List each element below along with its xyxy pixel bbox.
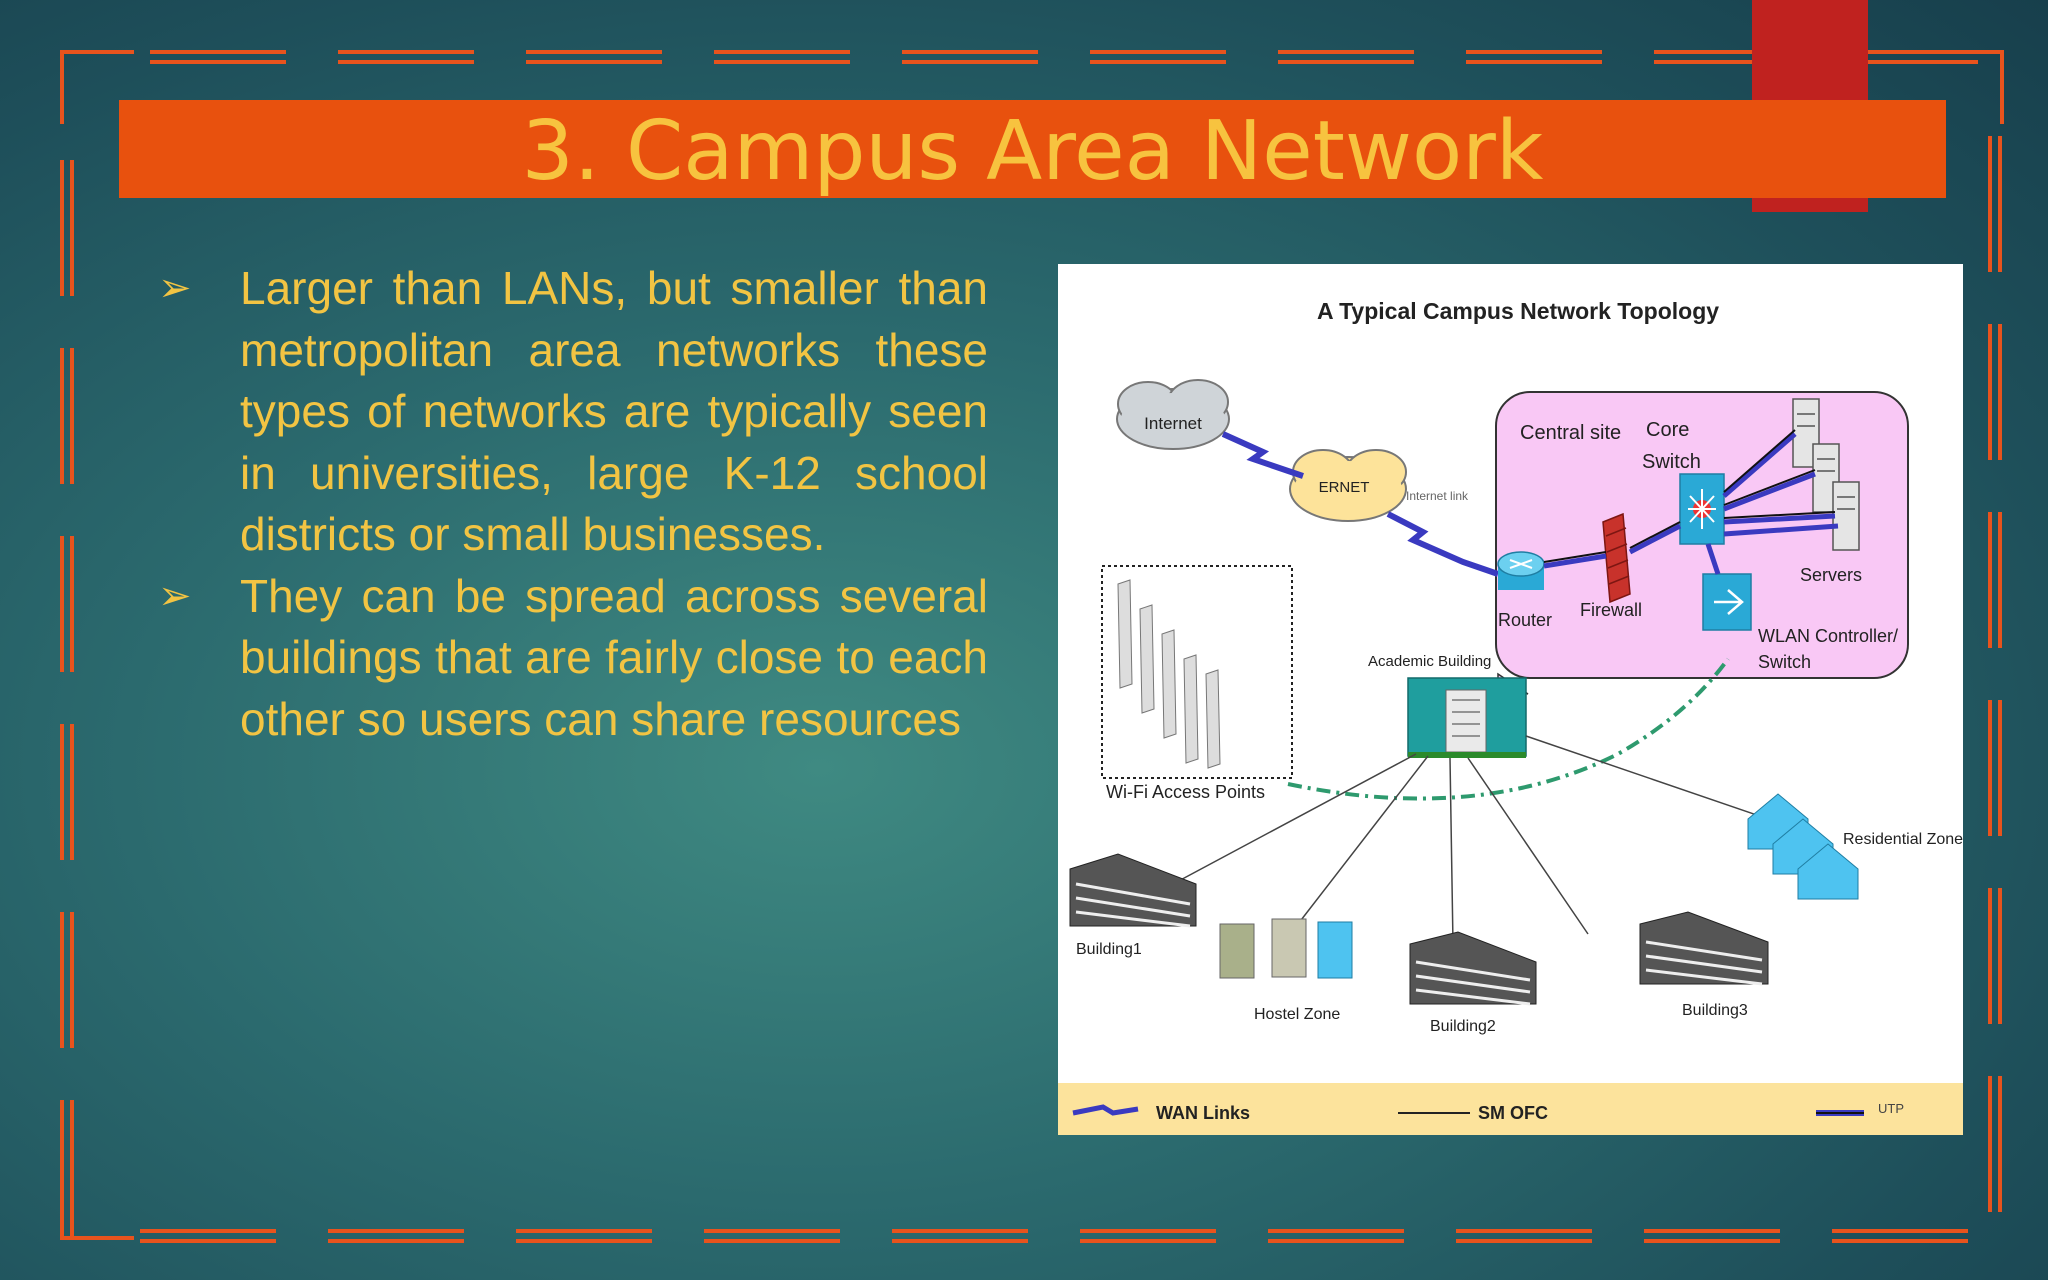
academic-building-label: Academic Building [1368, 653, 1491, 670]
building3-label: Building3 [1682, 1002, 1748, 1019]
wireless-link-arc [1287, 657, 1730, 801]
frame-corner-bottom-left [60, 1166, 134, 1240]
wlan-controller-icon [1702, 573, 1752, 631]
bullet-text: They can be spread across several buildi… [240, 569, 988, 745]
utp-link-line [1543, 429, 1836, 563]
utp-legend-label: UTP [1878, 1101, 1904, 1116]
residential-zone-label: Residential Zone [1843, 831, 1963, 848]
legend-svg: WAN Links SM OFC UTP [1072, 1101, 1904, 1123]
core-switch-label: Core [1646, 419, 1689, 441]
internet-cloud-icon [1116, 379, 1230, 450]
diagram-legend: WAN Links SM OFC UTP [1058, 1083, 1963, 1135]
servers-label: Servers [1800, 565, 1862, 585]
frame-corner-top-left [60, 50, 134, 124]
wifi-access-points-label: Wi-Fi Access Points [1106, 782, 1265, 802]
wlan-controller-label: WLAN Controller/ [1758, 626, 1898, 646]
bullet-text: Larger than LANs, but smaller than metro… [240, 262, 988, 560]
topology-svg: A Typical Campus Network Topology Centra… [1069, 298, 1963, 1035]
diagram-title: A Typical Campus Network Topology [1317, 298, 1719, 324]
hostel-zone-label: Hostel Zone [1254, 1006, 1340, 1023]
hostel-zone-icon [1219, 918, 1353, 979]
internet-link-label: Internet link [1406, 489, 1469, 503]
smofc-link-line [1172, 735, 1784, 945]
building3-icon [1639, 911, 1769, 986]
network-topology-diagram: A Typical Campus Network Topology Centra… [1058, 264, 1963, 1135]
ernet-cloud-icon [1289, 449, 1407, 522]
router-label: Router [1498, 610, 1552, 630]
bullet-list: ➢ Larger than LANs, but smaller than met… [150, 258, 988, 750]
ernet-label: ERNET [1319, 479, 1370, 496]
arrow-bullet-icon: ➢ [158, 573, 192, 618]
servers-icon [1792, 398, 1860, 551]
bullet-item: ➢ Larger than LANs, but smaller than met… [150, 258, 988, 566]
building1-label: Building1 [1076, 941, 1142, 958]
frame-corner-top-right [1930, 50, 2004, 124]
router-icon [1497, 551, 1545, 590]
wan-link-line [1221, 431, 1304, 479]
core-switch-icon [1679, 473, 1725, 545]
slide-title: 3. Campus Area Network [521, 104, 1544, 199]
academic-building-icon [1407, 677, 1527, 758]
central-site-label: Central site [1520, 422, 1621, 444]
firewall-icon [1602, 512, 1631, 604]
wifi-access-point-icon [1117, 579, 1221, 769]
residential-zone-icon [1747, 793, 1859, 900]
building1-icon [1069, 853, 1197, 928]
wan-link-line [1386, 511, 1499, 577]
internet-label: Internet [1144, 414, 1202, 433]
core-switch-label: Switch [1642, 451, 1701, 473]
bullet-item: ➢ They can be spread across several buil… [150, 566, 988, 751]
wlan-controller-label: Switch [1758, 652, 1811, 672]
frame-bottom-dashes [140, 1229, 1968, 1243]
building2-icon [1409, 931, 1537, 1006]
wan-links-legend-label: WAN Links [1156, 1103, 1250, 1123]
title-bar [119, 100, 1946, 198]
frame-top-dashes [150, 50, 1978, 64]
utp-link-line [1543, 432, 1839, 575]
building2-label: Building2 [1430, 1018, 1496, 1035]
firewall-label: Firewall [1580, 600, 1642, 620]
wifi-access-points-box [1101, 565, 1293, 779]
frame-left-dashes [60, 160, 74, 1236]
arrow-bullet-icon: ➢ [158, 266, 192, 310]
wan-link-legend-icon [1072, 1104, 1139, 1116]
frame-right-dashes [1988, 136, 2002, 1212]
smofc-legend-label: SM OFC [1478, 1103, 1548, 1123]
